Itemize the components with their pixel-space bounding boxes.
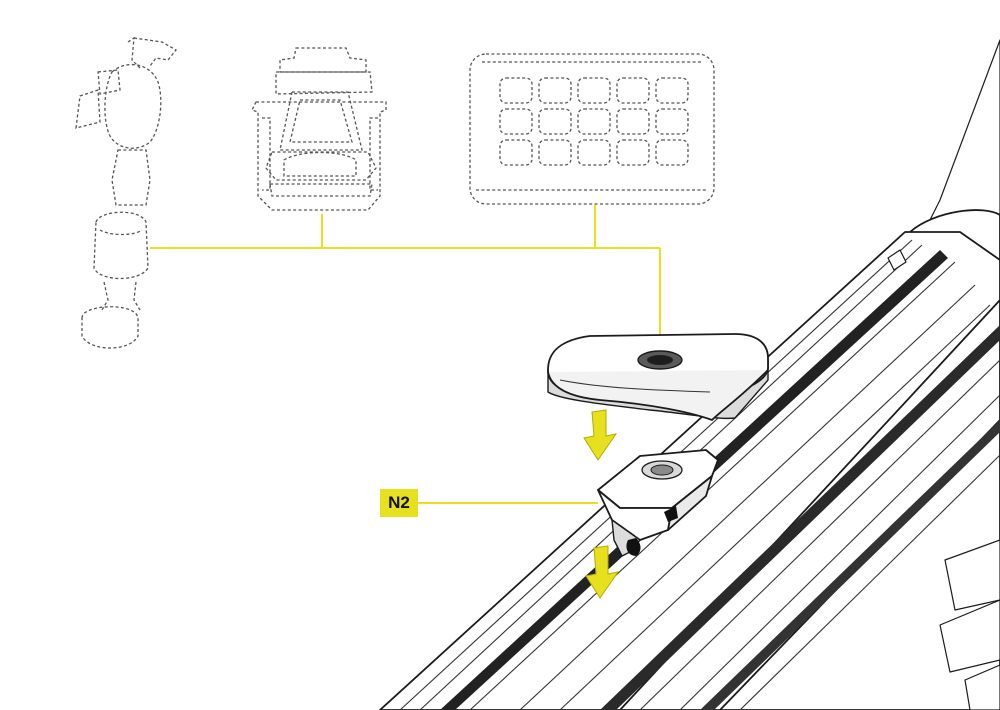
vertical-mount-arm-icon	[75, 36, 177, 349]
connector-lines	[150, 205, 661, 504]
keypad-key	[499, 139, 533, 166]
keypad-key	[499, 108, 533, 135]
keypad-key	[655, 108, 689, 135]
keypad-key	[577, 139, 611, 166]
keypad-key	[616, 108, 650, 135]
keypad-key	[616, 139, 650, 166]
slide-nut-part	[597, 449, 719, 557]
keypad-key	[499, 77, 533, 104]
arrow-down-icon	[583, 409, 618, 461]
button-keypad-icon	[469, 53, 715, 205]
clamp-bracket-icon	[251, 47, 387, 211]
keypad-key	[655, 139, 689, 166]
keypad-key	[577, 108, 611, 135]
part-callout-label: N2	[380, 489, 418, 517]
keypad-key	[538, 139, 572, 166]
arrow-down-icon	[585, 545, 620, 599]
keypad-key	[538, 77, 572, 104]
keypad-key	[538, 108, 572, 135]
keypad-key	[616, 77, 650, 104]
keypad-key	[577, 77, 611, 104]
nut-plate-part	[547, 333, 769, 421]
keypad-key	[655, 77, 689, 104]
